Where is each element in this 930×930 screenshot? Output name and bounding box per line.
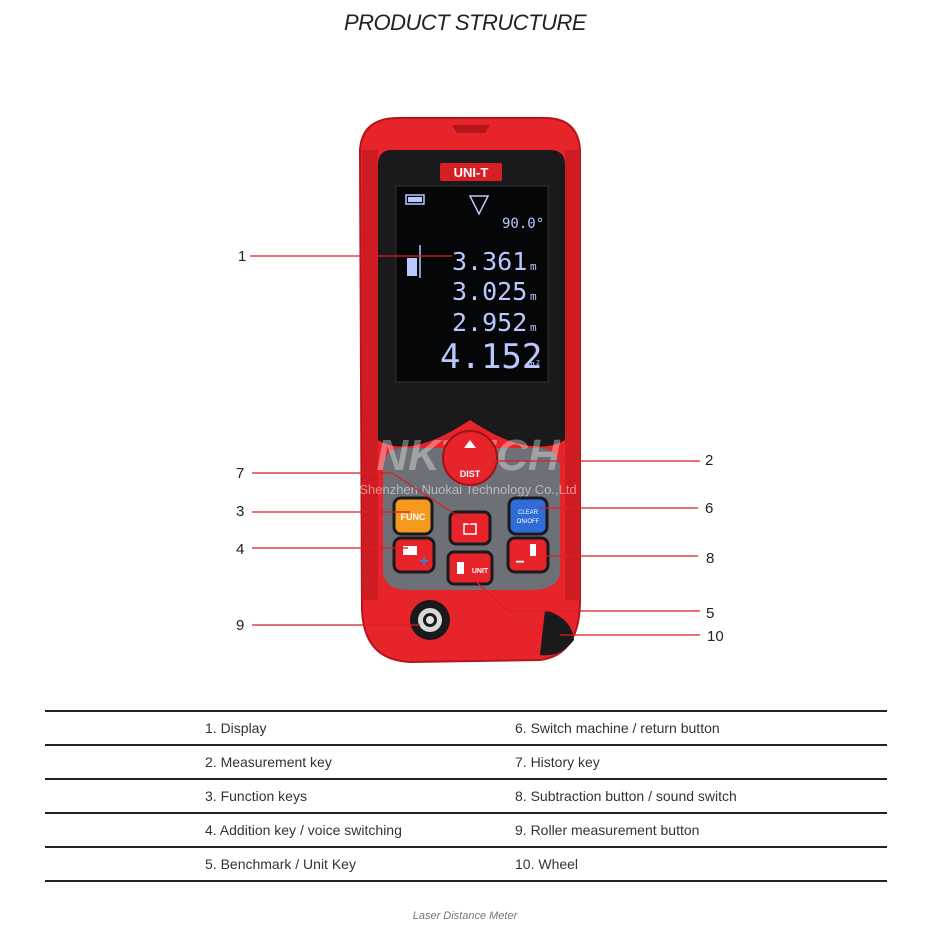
reading-4: 4.152 <box>440 337 542 377</box>
func-label: FUNC <box>401 512 426 522</box>
callout-2: 2 <box>705 452 714 469</box>
legend-item: 1. Display <box>205 720 267 736</box>
reading-1: 3.361 <box>452 247 527 276</box>
onoff-label: ON/OFF <box>517 519 540 525</box>
history-button[interactable] <box>448 510 492 546</box>
roller-button[interactable] <box>410 600 450 640</box>
dist-button[interactable]: DIST <box>442 430 498 486</box>
legend-item: 4. Addition key / voice switching <box>205 822 402 838</box>
callout-7: 7 <box>236 465 245 482</box>
lcd-display <box>395 185 549 383</box>
dist-label: DIST <box>460 469 481 479</box>
legend-row: 2. Measurement key 7. History key <box>45 744 887 778</box>
speaker-icon <box>530 544 536 556</box>
legend-table: 1. Display 6. Switch machine / return bu… <box>45 710 887 882</box>
callout-6: 6 <box>705 500 714 517</box>
voice-icon <box>403 546 417 555</box>
reading-3-unit: m <box>530 321 537 334</box>
callout-1: 1 <box>238 248 247 265</box>
legend-item: 9. Roller measurement button <box>515 822 700 838</box>
callout-3: 3 <box>236 503 245 520</box>
clear-onoff-button[interactable]: CLEAR ON/OFF <box>507 496 549 536</box>
reading-2: 3.025 <box>452 277 527 306</box>
legend-item: 5. Benchmark / Unit Key <box>205 856 356 872</box>
minus-label: − <box>515 554 524 571</box>
legend-row: 3. Function keys 8. Subtraction button /… <box>45 778 887 812</box>
reading-4-unit: m² <box>528 358 541 371</box>
laser-target-icon <box>468 195 490 216</box>
reading-3: 2.952 <box>452 308 527 337</box>
callout-5: 5 <box>706 605 715 622</box>
angle-readout: 90.0° <box>502 216 544 232</box>
legend-row: 5. Benchmark / Unit Key 10. Wheel <box>45 846 887 882</box>
footer-caption: Laser Distance Meter <box>412 910 518 922</box>
brand-logo: UNI-T <box>454 165 489 180</box>
callout-lines <box>250 255 700 636</box>
subtraction-sound-button[interactable]: − <box>506 536 550 574</box>
callout-4: 4 <box>236 541 245 558</box>
benchmark-icon <box>457 562 464 574</box>
reading-2-unit: m <box>530 290 537 303</box>
reading-1-unit: m <box>530 260 537 273</box>
plus-label: + <box>419 553 428 570</box>
legend-item: 6. Switch machine / return button <box>515 720 720 736</box>
legend-item: 2. Measurement key <box>205 754 332 770</box>
device-diagram: UNI-T 90.0° 3.361 m 3.025 m 2.952 m 4.15… <box>250 117 700 664</box>
legend-item: 8. Subtraction button / sound switch <box>515 788 737 804</box>
reference-icon <box>407 245 421 278</box>
clear-label: CLEAR <box>518 510 539 516</box>
page-title: PRODUCT STRUCTURE <box>343 10 587 35</box>
addition-voice-button[interactable]: + <box>392 536 436 574</box>
legend-item: 3. Function keys <box>205 788 307 804</box>
legend-item: 7. History key <box>515 754 600 770</box>
callout-8: 8 <box>706 550 715 567</box>
watermark-sub: Shenzhen Nuokai Technology Co.,Ltd <box>359 482 576 497</box>
unit-label: UNIT <box>472 568 489 575</box>
unit-button[interactable]: UNIT <box>446 550 494 586</box>
func-button[interactable]: FUNC <box>392 496 434 536</box>
legend-row: 4. Addition key / voice switching 9. Rol… <box>45 812 887 846</box>
legend-item: 10. Wheel <box>515 856 579 872</box>
battery-icon <box>405 194 425 205</box>
legend-row: 1. Display 6. Switch machine / return bu… <box>45 710 887 744</box>
callout-9: 9 <box>236 617 245 634</box>
wheel <box>540 610 574 656</box>
callout-10: 10 <box>707 628 724 645</box>
